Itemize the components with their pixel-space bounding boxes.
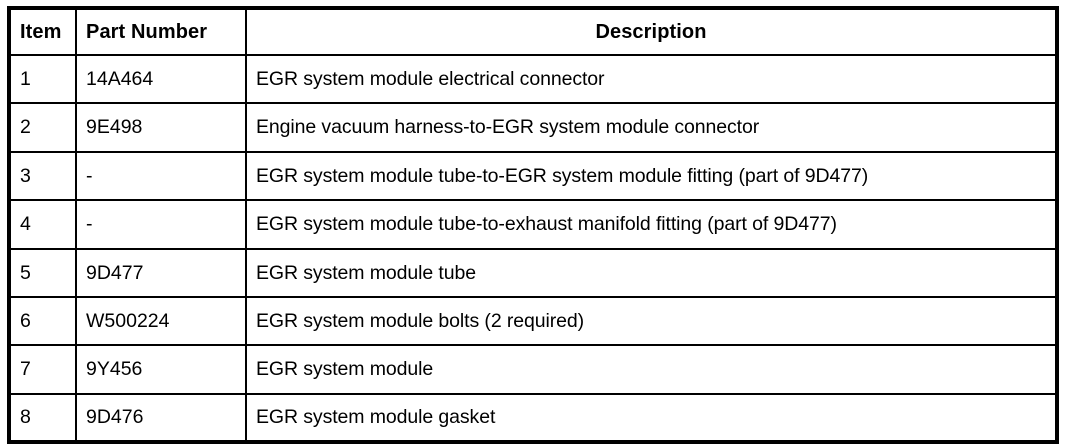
- cell-item: 3: [8, 150, 77, 202]
- cell-part-number: -: [75, 150, 247, 202]
- cell-part-number: 9E498: [75, 102, 247, 153]
- cell-description: EGR system module electrical connector: [245, 53, 1058, 105]
- cell-description: EGR system module tube: [245, 247, 1058, 298]
- cell-part-number: W500224: [75, 295, 247, 347]
- table-row: 2 9E498 Engine vacuum harness-to-EGR sys…: [8, 102, 1058, 153]
- cell-item: 8: [8, 392, 77, 444]
- table-row: 5 9D477 EGR system module tube: [8, 247, 1058, 298]
- table-row: 6 W500224 EGR system module bolts (2 req…: [8, 295, 1058, 347]
- column-header-description: Description: [245, 7, 1058, 56]
- table-header-row: Item Part Number Description: [8, 7, 1058, 56]
- table-row: 1 14A464 EGR system module electrical co…: [8, 53, 1058, 105]
- cell-description: Engine vacuum harness-to-EGR system modu…: [245, 102, 1058, 153]
- cell-item: 7: [8, 344, 77, 395]
- table-body: 1 14A464 EGR system module electrical co…: [8, 53, 1058, 444]
- cell-item: 6: [8, 295, 77, 347]
- cell-item: 5: [8, 247, 77, 298]
- cell-item: 2: [8, 102, 77, 153]
- cell-part-number: -: [75, 199, 247, 250]
- cell-description: EGR system module gasket: [245, 392, 1058, 444]
- cell-description: EGR system module tube-to-exhaust manifo…: [245, 199, 1058, 250]
- cell-item: 1: [8, 53, 77, 105]
- table-row: 3 - EGR system module tube-to-EGR system…: [8, 150, 1058, 202]
- table-row: 8 9D476 EGR system module gasket: [8, 392, 1058, 444]
- table-row: 7 9Y456 EGR system module: [8, 344, 1058, 395]
- cell-item: 4: [8, 199, 77, 250]
- column-header-part-number: Part Number: [75, 7, 247, 56]
- cell-description: EGR system module: [245, 344, 1058, 395]
- cell-description: EGR system module bolts (2 required): [245, 295, 1058, 347]
- table-header: Item Part Number Description: [8, 7, 1058, 56]
- cell-description: EGR system module tube-to-EGR system mod…: [245, 150, 1058, 202]
- cell-part-number: 14A464: [75, 53, 247, 105]
- parts-table: Item Part Number Description 1 14A464 EG…: [7, 6, 1059, 444]
- parts-table-container: Item Part Number Description 1 14A464 EG…: [7, 6, 1059, 444]
- table-row: 4 - EGR system module tube-to-exhaust ma…: [8, 199, 1058, 250]
- column-header-item: Item: [8, 7, 77, 56]
- cell-part-number: 9D477: [75, 247, 247, 298]
- cell-part-number: 9Y456: [75, 344, 247, 395]
- cell-part-number: 9D476: [75, 392, 247, 444]
